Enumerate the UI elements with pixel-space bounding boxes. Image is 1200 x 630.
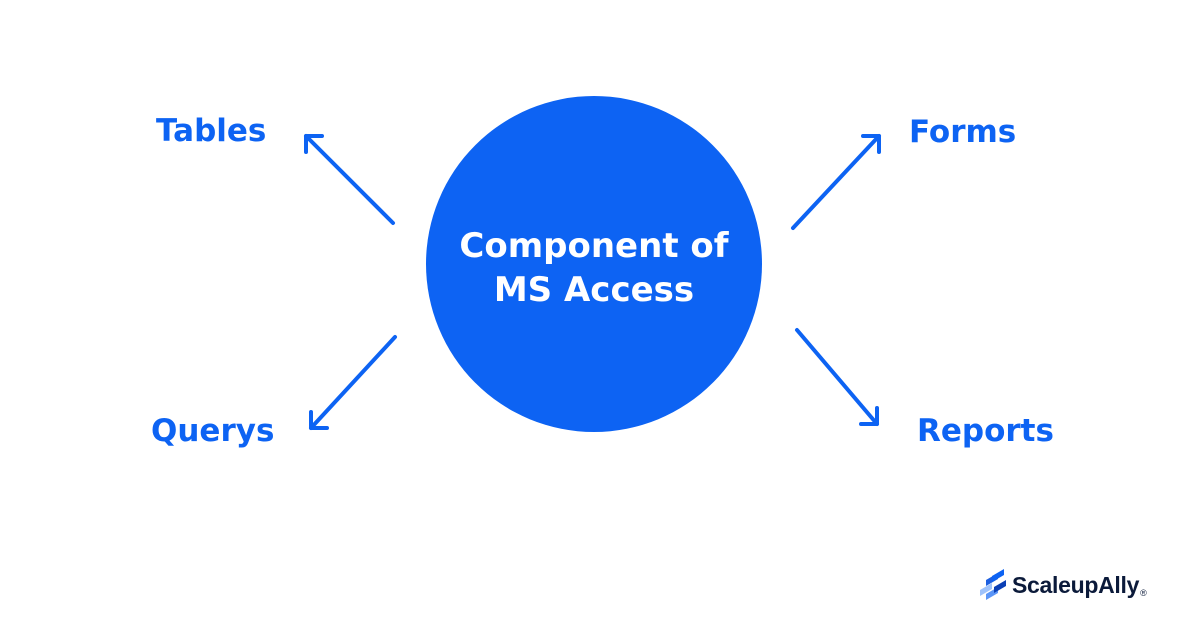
node-label-querys: Querys — [151, 413, 275, 449]
node-label-reports: Reports — [917, 413, 1054, 449]
arrow-to-querys — [309, 335, 397, 430]
arrow-to-forms — [791, 134, 881, 230]
center-node-title: Component of MS Access — [459, 226, 729, 310]
center-node: Component of MS Access — [426, 96, 762, 432]
arrow-to-tables — [304, 134, 395, 225]
node-label-forms: Forms — [909, 114, 1017, 150]
arrow-to-reports — [795, 328, 879, 426]
brand-name: ScaleupAlly — [1012, 571, 1140, 598]
brand-logo: ScaleupAlly ® — [978, 567, 1147, 603]
scaleupally-logo-icon — [980, 569, 1006, 600]
brand-registered-mark: ® — [1140, 588, 1147, 598]
node-label-tables: Tables — [156, 113, 267, 149]
